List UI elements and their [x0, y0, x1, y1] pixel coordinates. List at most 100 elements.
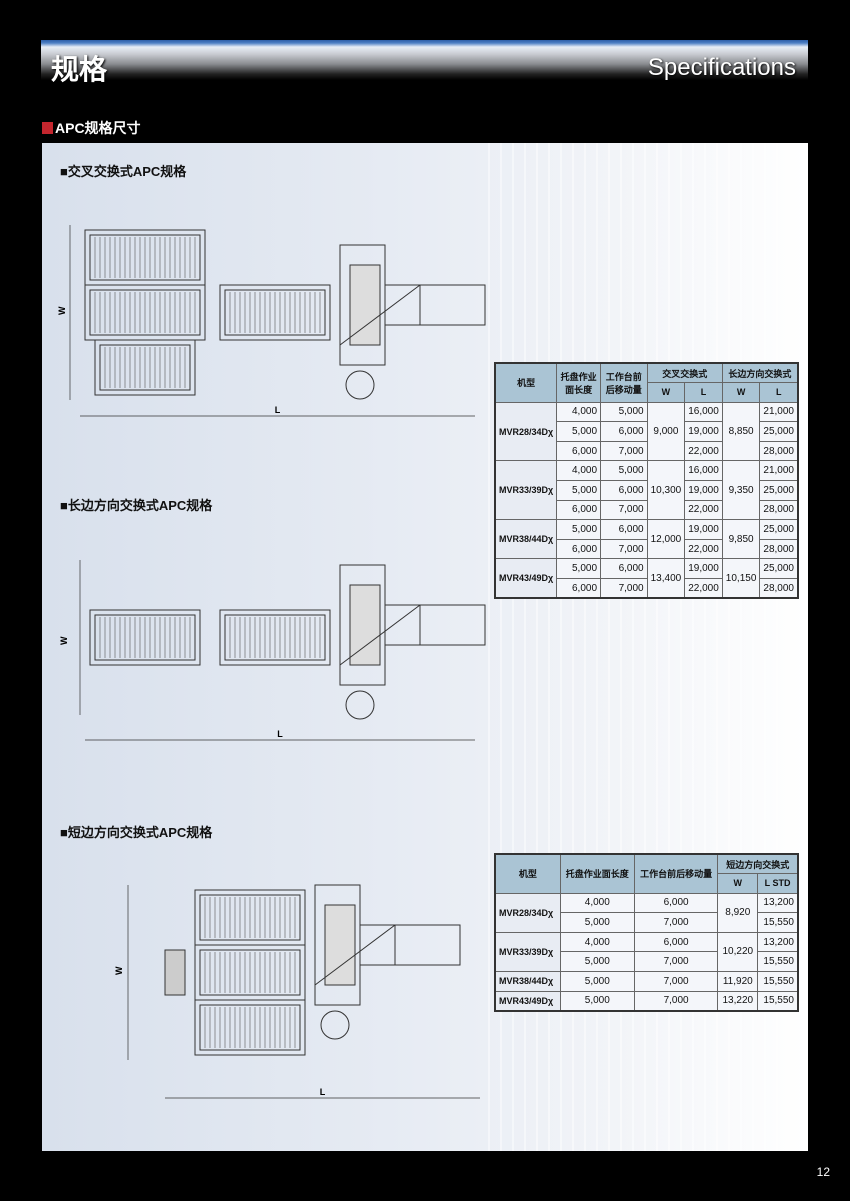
- pallet-cell: 6,000: [556, 499, 602, 521]
- header-title: 规格: [51, 54, 108, 85]
- pallet-cell: 5,000: [559, 951, 635, 973]
- long-l-cell: 25,000: [759, 480, 799, 501]
- travel-cell: 6,000: [600, 519, 648, 540]
- machine-body: [339, 564, 486, 720]
- header-title-en: Specifications: [647, 54, 796, 81]
- pallet-cell: 5,000: [559, 912, 635, 933]
- header-w: W: [717, 873, 759, 894]
- model-cell: MVR33/39Dχ: [494, 460, 558, 521]
- header-pallet: 托盘作业面长度: [559, 853, 635, 894]
- travel-cell: 7,000: [600, 538, 648, 560]
- drawing-title-cross: ■交叉交换式APC规格: [60, 164, 187, 179]
- header-travel: 工作台前后移动量: [600, 362, 648, 403]
- cross-w-cell: 9,000: [646, 401, 686, 462]
- w-dimension-label: W: [114, 966, 124, 975]
- travel-cell: 7,000: [633, 971, 719, 992]
- header-long: 长边方向交换式: [721, 362, 799, 384]
- section-marker: [42, 122, 53, 134]
- long-l-cell: 21,000: [759, 460, 799, 482]
- long-l-cell: 25,000: [759, 421, 799, 442]
- header-l: L: [759, 382, 799, 403]
- layout-drawing: LW: [59, 560, 486, 741]
- cross-l-cell: 22,000: [684, 440, 723, 462]
- pallet-cell: 5,000: [556, 558, 602, 580]
- page-number: 12: [816, 1165, 830, 1179]
- cross-l-cell: 16,000: [684, 460, 723, 482]
- travel-cell: 6,000: [600, 421, 648, 442]
- drawing-title-long: ■长边方向交换式APC规格: [60, 498, 213, 513]
- model-cell: MVR43/49Dχ: [494, 990, 561, 1012]
- table-header-row: 机型托盘作业面长度工作台前后移动量短边方向交换式: [494, 853, 799, 894]
- pallet: [219, 609, 331, 666]
- long-w-cell: 8,850: [721, 401, 761, 462]
- drawing-title-short: ■短边方向交换式APC规格: [60, 825, 213, 840]
- w-dimension-label: W: [57, 306, 67, 315]
- short-l-cell: 15,550: [757, 990, 799, 1012]
- long-l-cell: 25,000: [759, 519, 799, 540]
- pallet-cell: 5,000: [556, 421, 602, 442]
- pallet-cell: 5,000: [559, 990, 635, 1012]
- header-short: 短边方向交换式: [717, 853, 799, 875]
- pallet-cell: 5,000: [556, 480, 602, 501]
- travel-cell: 5,000: [600, 460, 648, 482]
- long-w-cell: 9,350: [721, 460, 761, 521]
- travel-cell: 7,000: [600, 578, 648, 599]
- layout-drawing: LW: [57, 225, 486, 417]
- pallet: [94, 339, 196, 396]
- model-cell: MVR38/44Dχ: [494, 519, 558, 560]
- long-l-cell: 28,000: [759, 440, 799, 462]
- l-dimension-label: L: [275, 405, 281, 415]
- table-header-row: 机型托盘作业面长度工作台前后移动量交叉交换式长边方向交换式: [494, 362, 799, 403]
- short-l-cell: 13,200: [757, 892, 799, 914]
- travel-cell: 7,000: [633, 990, 719, 1012]
- short-l-cell: 15,550: [757, 951, 799, 973]
- pallet-cell: 4,000: [559, 931, 635, 953]
- long-l-cell: 28,000: [759, 499, 799, 521]
- short-w-cell: 11,920: [717, 971, 759, 992]
- model-cell: MVR43/49Dχ: [494, 558, 558, 599]
- pallet-cell: 4,000: [556, 460, 602, 482]
- travel-cell: 6,000: [600, 480, 648, 501]
- header-pallet: 托盘作业面长度: [556, 362, 602, 403]
- long-w-cell: 10,150: [721, 558, 761, 599]
- l-dimension-label: L: [320, 1087, 326, 1097]
- page-header: 规格 Specifications: [41, 40, 808, 85]
- pallet-cell: 6,000: [556, 440, 602, 462]
- pallet-cell: 6,000: [556, 538, 602, 560]
- header-w: W: [721, 382, 761, 403]
- section-title: APC规格尺寸: [42, 118, 141, 138]
- machine-body: [314, 884, 461, 1040]
- travel-cell: 7,000: [600, 440, 648, 462]
- long-l-cell: 25,000: [759, 558, 799, 580]
- travel-cell: 7,000: [633, 951, 719, 973]
- long-l-cell: 28,000: [759, 578, 799, 599]
- long-l-cell: 21,000: [759, 401, 799, 423]
- header-cross: 交叉交换式: [646, 362, 723, 384]
- long-l-cell: 28,000: [759, 538, 799, 560]
- cross-l-cell: 19,000: [684, 519, 723, 540]
- short-w-cell: 13,220: [717, 990, 759, 1012]
- cross-l-cell: 22,000: [684, 538, 723, 560]
- pallet-cell: 4,000: [559, 892, 635, 914]
- pallet: [219, 284, 331, 341]
- pallet: [194, 999, 306, 1056]
- short-w-cell: 8,920: [717, 892, 759, 933]
- header-model: 机型: [494, 362, 558, 403]
- travel-cell: 6,000: [633, 892, 719, 914]
- pallet-cell: 6,000: [556, 578, 602, 599]
- pallet-cell: 5,000: [556, 519, 602, 540]
- pallet-cell: 5,000: [559, 971, 635, 992]
- header-l: L: [684, 382, 723, 403]
